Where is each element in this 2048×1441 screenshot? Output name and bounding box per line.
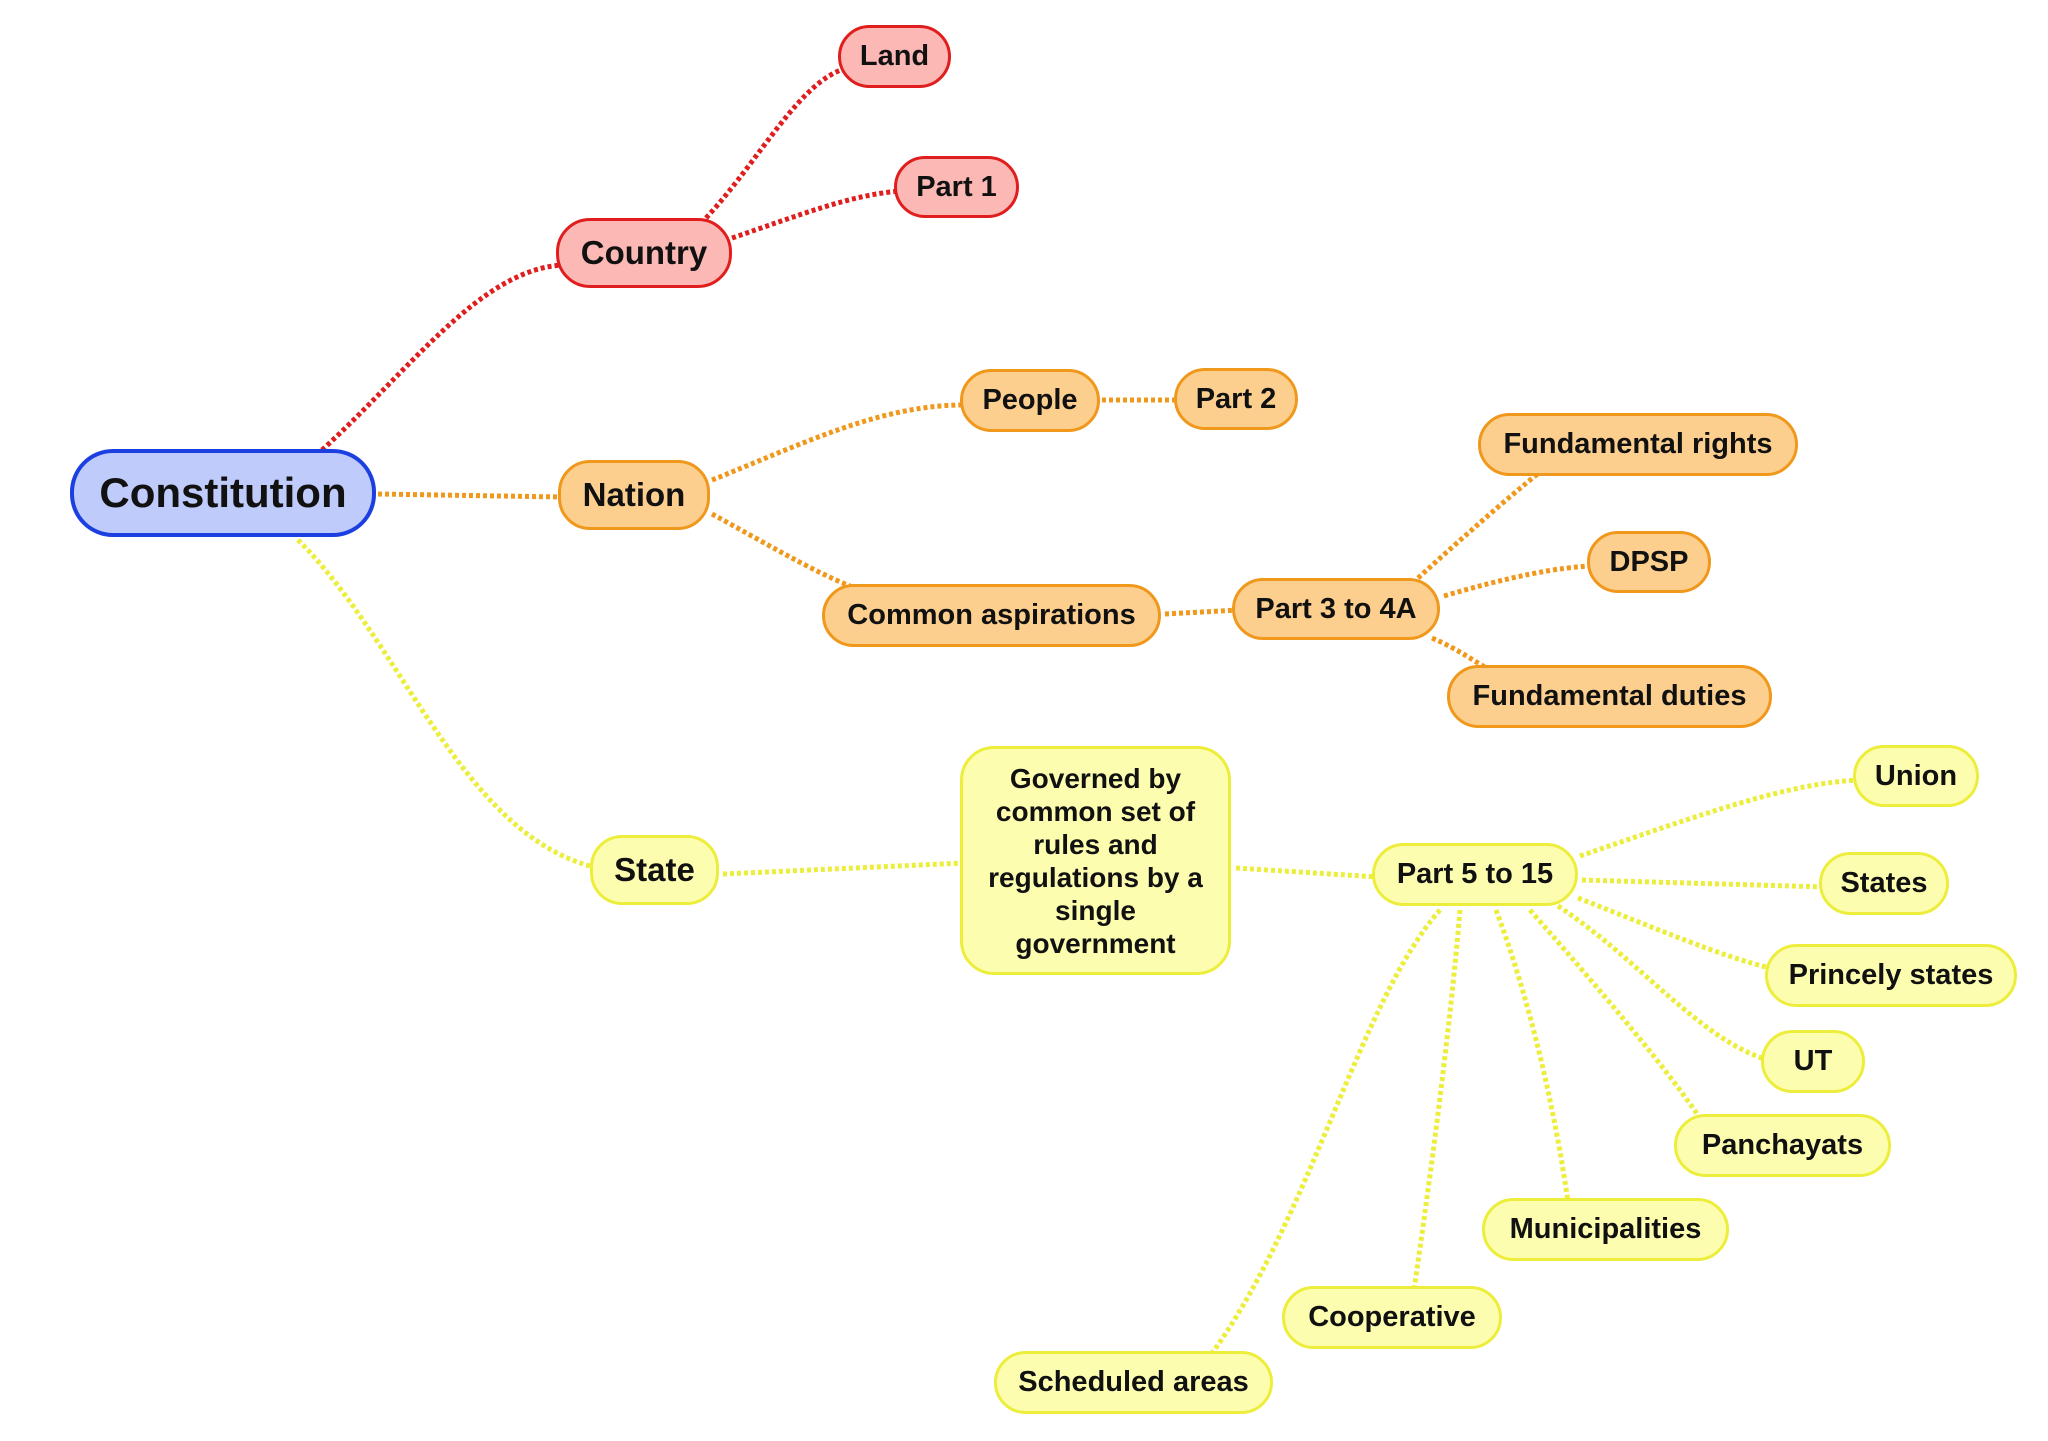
- edge-part5-15-municipalities: [1493, 909, 1571, 1203]
- node-people[interactable]: People: [960, 369, 1100, 432]
- edge-part5-15-union: [1579, 777, 1863, 859]
- edge-governed-part5-15: [1235, 865, 1379, 880]
- edge-part5-15-scheduled-areas: [1207, 908, 1442, 1358]
- node-dpsp[interactable]: DPSP: [1587, 531, 1711, 593]
- edge-common-aspirations-part3-4a: [1164, 607, 1239, 617]
- edge-part5-15-states: [1581, 877, 1827, 890]
- node-constitution[interactable]: Constitution: [70, 449, 376, 537]
- edge-constitution-country: [320, 262, 563, 452]
- node-state[interactable]: State: [590, 835, 719, 905]
- node-union[interactable]: Union: [1853, 745, 1979, 807]
- edge-part5-15-panchayats: [1528, 908, 1703, 1120]
- node-part5-15[interactable]: Part 5 to 15: [1372, 843, 1578, 906]
- node-nation[interactable]: Nation: [558, 460, 710, 530]
- node-fundamental-rights[interactable]: Fundamental rights: [1478, 413, 1798, 476]
- edge-part3-4a-fundamental-rights: [1416, 470, 1542, 580]
- edge-constitution-state: [296, 538, 591, 869]
- node-ut[interactable]: UT: [1761, 1030, 1865, 1093]
- edge-constitution-nation: [377, 491, 563, 500]
- edge-nation-people: [711, 402, 964, 483]
- edge-part5-15-ut: [1556, 903, 1769, 1063]
- node-fundamental-duties[interactable]: Fundamental duties: [1447, 665, 1772, 728]
- edge-nation-common-aspirations: [710, 511, 851, 589]
- node-part1[interactable]: Part 1: [894, 156, 1019, 218]
- edge-state-governed: [722, 860, 965, 877]
- node-common-aspirations[interactable]: Common aspirations: [822, 584, 1161, 647]
- edge-country-land: [704, 65, 848, 220]
- node-governed-by-single-government[interactable]: Governed by common set of rules and regu…: [960, 746, 1231, 975]
- node-municipalities[interactable]: Municipalities: [1482, 1198, 1729, 1261]
- node-princely-states[interactable]: Princely states: [1765, 944, 2017, 1007]
- node-part3-4a[interactable]: Part 3 to 4A: [1232, 578, 1440, 640]
- node-states[interactable]: States: [1819, 852, 1949, 915]
- node-country[interactable]: Country: [556, 218, 732, 288]
- node-panchayats[interactable]: Panchayats: [1674, 1114, 1891, 1177]
- edge-country-part1: [731, 188, 901, 241]
- edge-part5-15-cooperative: [1411, 909, 1463, 1291]
- node-cooperative[interactable]: Cooperative: [1282, 1286, 1502, 1349]
- node-scheduled-areas[interactable]: Scheduled areas: [994, 1351, 1273, 1414]
- edge-part5-15-princely-states: [1577, 895, 1771, 971]
- node-part2[interactable]: Part 2: [1174, 368, 1298, 430]
- edge-part3-4a-dpsp: [1443, 563, 1598, 599]
- edge-part3-4a-fundamental-duties: [1431, 635, 1492, 673]
- node-land[interactable]: Land: [838, 25, 951, 88]
